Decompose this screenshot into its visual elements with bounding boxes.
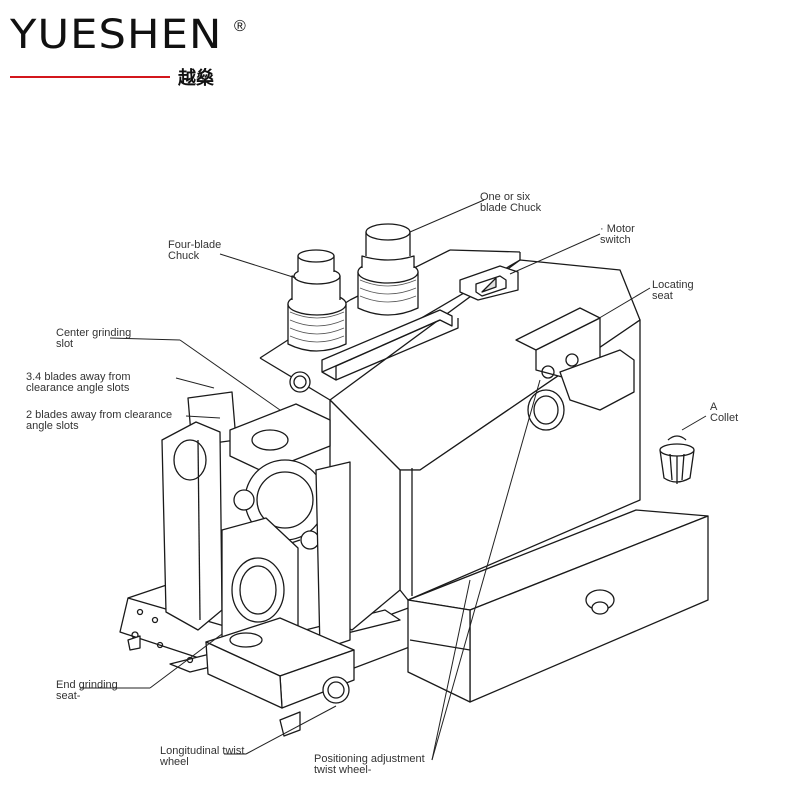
locating-seat-drawing [515, 307, 635, 431]
callout-collet: A Collet [710, 401, 739, 424]
motor-switch-drawing [459, 265, 519, 301]
callout-positioning-adjustment-wheel: Positioning adjustment twist wheel- [314, 753, 425, 776]
registered-mark: ® [234, 18, 246, 35]
callout-two-blades-slots: 2 blades away from clearance angle slots [26, 409, 173, 432]
callout-four-blade-chuck: Four-blade Chuck [168, 239, 222, 262]
brand-underline [10, 76, 170, 78]
brand-chinese-name: 越燊 [178, 68, 214, 89]
side-grinding-column [161, 391, 237, 631]
carry-handle [321, 309, 459, 381]
end-grinding-seat-drawing [205, 617, 355, 709]
callout-motor-switch: · Motor switch [600, 223, 635, 246]
brand-logo: YUESHEN ® 越燊 [10, 12, 250, 89]
callout-end-grinding-seat: End grinding seat- [56, 679, 118, 702]
one-six-blade-chuck-drawing [357, 223, 419, 316]
brand-wordmark: YUESHEN [10, 12, 223, 58]
grinding-wheel-assembly [221, 371, 351, 661]
collet-drawing [659, 435, 695, 484]
callout-locating-seat: Locating seat [652, 279, 694, 302]
leader-lines [80, 199, 707, 761]
callout-center-grinding-slot: Center grinding slot [56, 327, 132, 350]
callout-longitudinal-twist-wheel: Longitudinal twist wheel [160, 745, 245, 768]
callout-three-four-blades-slots: 3.4 blades away from clearance angle slo… [26, 371, 131, 394]
four-blade-chuck-drawing [287, 249, 347, 352]
callout-one-six-blade-chuck: One or six blade Chuck [480, 191, 542, 214]
drawer-drawing [407, 509, 709, 703]
